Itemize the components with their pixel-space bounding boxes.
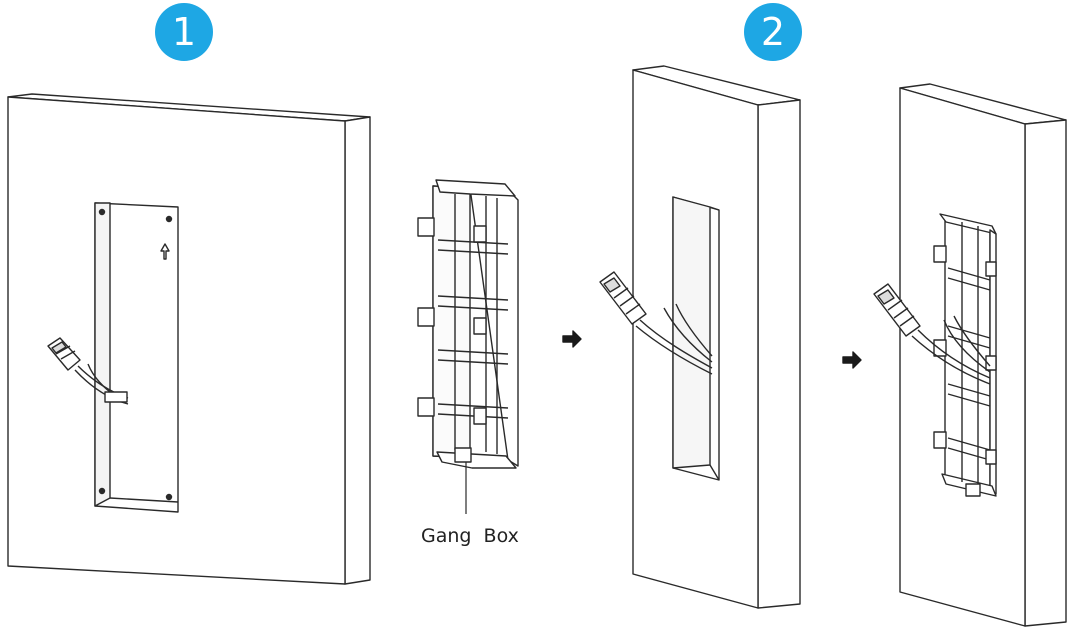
gang-box-label: Gang Box xyxy=(421,525,519,547)
step-badge-1: 1 xyxy=(155,3,213,61)
step-badge-2: 2 xyxy=(744,3,802,61)
network-cable-step-2b xyxy=(874,284,990,384)
wall-1-side-face xyxy=(345,117,370,584)
wall-2a-opening xyxy=(673,197,719,480)
wall-step-2b xyxy=(874,84,1066,626)
network-cable-step-2a xyxy=(600,272,712,374)
arrow-right-icon xyxy=(843,352,861,368)
wall-step-1 xyxy=(8,94,370,584)
wall-step-2a xyxy=(600,66,800,608)
network-cable-step-1 xyxy=(48,338,128,404)
gang-box xyxy=(418,180,518,514)
arrow-right-icon xyxy=(563,331,581,347)
rj45-connector-icon xyxy=(600,272,646,324)
arrow-up-icon xyxy=(161,244,169,259)
rj45-connector-icon xyxy=(48,338,80,370)
rj45-connector-icon xyxy=(874,284,920,336)
wall-1-opening xyxy=(95,203,178,512)
gang-box-clips xyxy=(418,218,486,424)
